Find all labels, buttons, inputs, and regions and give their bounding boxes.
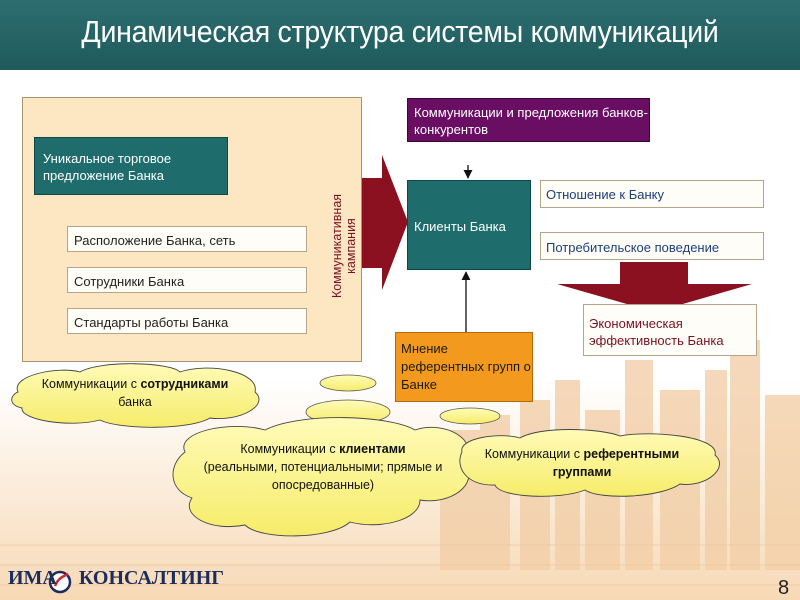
efficiency-label: Экономическая эффективность Банка	[589, 316, 724, 348]
competitors-box: Коммуникации и предложения банков-конкур…	[407, 98, 650, 142]
efficiency-box: Экономическая эффективность Банка	[583, 304, 757, 356]
cloud-staff-suffix: банка	[118, 395, 152, 409]
cloud-clients-prefix: Коммуникации с	[240, 442, 340, 456]
clients-label: Клиенты Банка	[414, 219, 506, 234]
logo-left-text: ИМА	[8, 567, 57, 589]
cloud-clients	[172, 417, 470, 537]
competitors-label: Коммуникации и предложения банков-конкур…	[414, 105, 648, 137]
cloud-groups	[459, 429, 720, 497]
item-location-label: Расположение Банка, сеть	[74, 233, 236, 248]
cloud-staff-bold: сотрудниками	[140, 377, 229, 391]
logo-right-text: КОНСАЛТИНГ	[78, 567, 224, 589]
logo-mark	[48, 570, 72, 594]
big-arrow-right	[362, 155, 408, 290]
cloud-staff-text: Коммуникации с сотрудниками банка	[20, 375, 250, 411]
cloud-groups-suffix: группами	[552, 465, 612, 479]
attitude-label: Отношение к Банку	[546, 187, 664, 202]
clients-box: Клиенты Банка	[407, 180, 531, 270]
behavior-label: Потребительское поведение	[546, 240, 720, 255]
cloud-groups-prefix: Коммуникации с	[484, 447, 584, 461]
cloud-groups-bold: референтными	[583, 447, 680, 461]
campaign-label: Коммуникативная кампания	[330, 193, 358, 299]
item-standards-label: Стандарты работы Банка	[74, 315, 229, 330]
thought-bubble-right	[439, 407, 501, 425]
cloud-staff	[11, 363, 260, 428]
opinion-label: Мнение референтных групп о Банке	[401, 341, 531, 392]
unique-offer-label: Уникальное торговое предложение Банка	[43, 151, 172, 183]
cloud-groups-text: Коммуникации с референтными группами	[462, 445, 702, 481]
attitude-box: Отношение к Банку	[540, 180, 764, 208]
cloud-clients-suffix: (реальными, потенциальными; прямые и опо…	[203, 460, 443, 492]
title-bar: Динамическая структура системы коммуника…	[0, 0, 800, 70]
cloud-clients-bold: клиентами	[339, 442, 406, 456]
arrow-down-efficiency	[557, 262, 752, 312]
item-location: Расположение Банка, сеть	[67, 226, 307, 252]
item-standards: Стандарты работы Банка	[67, 308, 307, 334]
cloud-clients-text: Коммуникации с клиентами (реальными, пот…	[178, 440, 468, 494]
item-staff-label: Сотрудники Банка	[74, 274, 185, 289]
page-number: 8	[778, 577, 790, 599]
behavior-box: Потребительское поведение	[540, 232, 764, 260]
thought-bubble-mid	[319, 374, 377, 392]
page-title: Динамическая структура системы коммуника…	[81, 14, 719, 49]
opinion-box: Мнение референтных групп о Банке	[395, 332, 533, 402]
item-staff: Сотрудники Банка	[67, 267, 307, 293]
floor-grid	[0, 544, 800, 586]
unique-offer-box: Уникальное торговое предложение Банка	[34, 137, 228, 195]
company-logo: ИМА КОНСАЛТИНГ	[8, 567, 224, 590]
cloud-staff-prefix: Коммуникации с	[41, 377, 141, 391]
